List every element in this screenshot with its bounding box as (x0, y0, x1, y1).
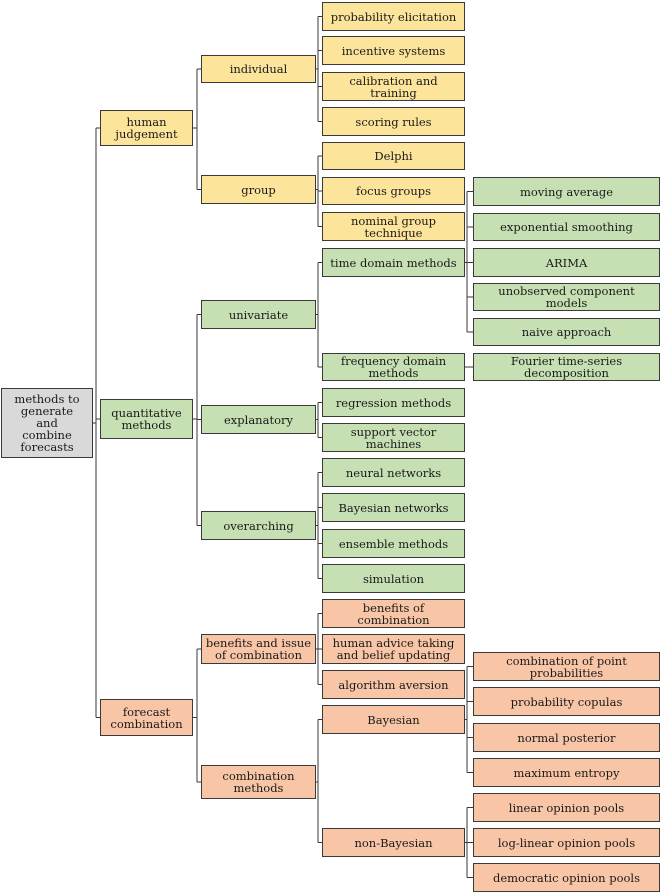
node-nominal: nominal group technique (322, 212, 465, 241)
node-label: algorithm aversion (338, 677, 449, 692)
node-label: support vector machines (350, 424, 437, 451)
node-label: overarching (223, 518, 294, 533)
node-label: group (241, 182, 276, 197)
node-label: human judgement (115, 115, 178, 141)
node-label: incentive systems (341, 43, 446, 58)
node-simulation: simulation (322, 564, 465, 593)
node-loglinear-pools: log-linear opinion pools (473, 828, 660, 857)
node-aversion: algorithm aversion (322, 670, 465, 699)
node-label: regression methods (335, 395, 452, 410)
node-label: time domain methods (330, 255, 457, 270)
node-quant: quantitative methods (100, 399, 193, 439)
node-prob-elic: probability elicitation (322, 2, 465, 31)
node-label: methods to generate and combine forecast… (14, 392, 80, 454)
node-label: Delphi (374, 149, 413, 163)
node-human: human judgement (100, 110, 193, 146)
node-scoring: scoring rules (322, 107, 465, 136)
node-root: methods to generate and combine forecast… (1, 388, 93, 458)
node-univariate: univariate (201, 300, 316, 329)
node-label: human advice taking and belief updating (332, 636, 455, 662)
node-delphi: Delphi (322, 142, 465, 170)
node-label: unobserved component models (498, 284, 635, 310)
node-overarching: overarching (201, 511, 316, 540)
node-label: non-Bayesian (354, 835, 433, 850)
node-label: scoring rules (355, 114, 432, 129)
node-regression: regression methods (322, 388, 465, 417)
node-label: combination of point probabilities (506, 653, 627, 680)
node-label: probability elicitation (330, 9, 457, 24)
node-label: Bayesian networks (338, 500, 449, 515)
node-individual: individual (201, 55, 316, 83)
node-label: exponential smoothing (500, 220, 633, 234)
node-label: ensemble methods (338, 536, 449, 551)
node-label: normal posterior (517, 730, 616, 745)
node-democratic-pools: democratic opinion pools (473, 863, 660, 892)
node-label: calibration and training (349, 73, 438, 100)
node-label: naive approach (521, 325, 612, 339)
node-moving-avg: moving average (473, 177, 660, 206)
node-label: forecast combination (110, 704, 183, 731)
node-label: simulation (362, 571, 425, 586)
node-neural: neural networks (322, 458, 465, 487)
node-label: maximum entropy (513, 765, 620, 780)
node-bayes-net: Bayesian networks (322, 493, 465, 522)
node-max-entropy: maximum entropy (473, 758, 660, 787)
node-linear-pools: linear opinion pools (473, 793, 660, 822)
node-label: Bayesian (367, 712, 420, 727)
node-label: quantitative methods (111, 406, 182, 432)
node-fourier: Fourier time-series decomposition (473, 353, 660, 381)
node-group: group (201, 175, 316, 204)
node-benefits-of: benefits of combination (322, 599, 465, 628)
node-benefits: benefits and issue of combination (201, 634, 316, 664)
node-arima: ARIMA (473, 248, 660, 277)
node-label: benefits of combination (357, 600, 430, 627)
node-label: neural networks (345, 465, 442, 480)
node-label: benefits and issue of combination (205, 636, 312, 662)
node-label: democratic opinion pools (492, 870, 640, 885)
node-label: Fourier time-series decomposition (510, 354, 623, 380)
node-label: frequency domain methods (340, 354, 447, 380)
node-label: linear opinion pools (508, 800, 625, 815)
node-normal-post: normal posterior (473, 723, 660, 752)
node-advice: human advice taking and belief updating (322, 634, 465, 664)
node-combo: forecast combination (100, 699, 193, 736)
node-non-bayesian: non-Bayesian (322, 828, 465, 857)
node-label: nominal group technique (350, 213, 437, 240)
node-point-prob: combination of point probabilities (473, 652, 660, 681)
node-label: focus groups (355, 184, 432, 198)
node-label: moving average (519, 184, 614, 199)
node-explanatory: explanatory (201, 405, 316, 434)
node-label: combination methods (222, 769, 295, 795)
node-comb-methods: combination methods (201, 765, 316, 799)
node-label: ARIMA (545, 255, 588, 270)
node-ensemble: ensemble methods (322, 529, 465, 558)
node-time-domain: time domain methods (322, 248, 465, 277)
node-incentive: incentive systems (322, 36, 465, 65)
node-ucm: unobserved component models (473, 283, 660, 311)
node-label: univariate (228, 307, 289, 322)
node-label: individual (229, 62, 288, 76)
node-label: probability copulas (510, 694, 623, 709)
node-svm: support vector machines (322, 423, 465, 452)
node-calibration: calibration and training (322, 72, 465, 101)
node-bayesian: Bayesian (322, 705, 465, 734)
node-label: explanatory (224, 412, 293, 427)
node-naive: naive approach (473, 318, 660, 346)
node-label: log-linear opinion pools (497, 835, 636, 850)
node-focus: focus groups (322, 177, 465, 205)
node-exp-smooth: exponential smoothing (473, 213, 660, 241)
node-freq-domain: frequency domain methods (322, 353, 465, 381)
node-copulas: probability copulas (473, 687, 660, 716)
